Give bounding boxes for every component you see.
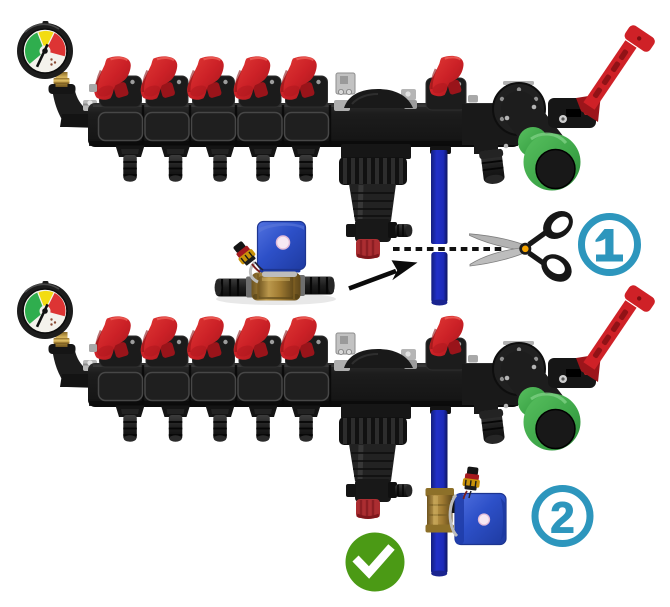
- svg-text:2: 2: [550, 494, 574, 543]
